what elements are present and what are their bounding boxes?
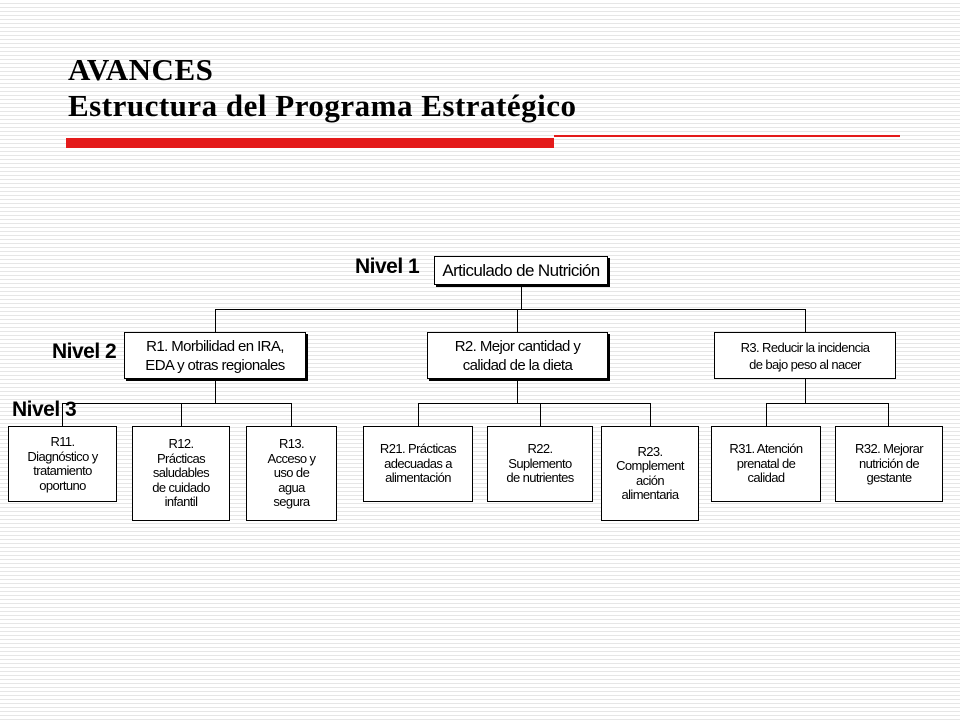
connector-r1-bus	[62, 403, 291, 404]
node-r3-label: R3. Reducir la incidencia de bajo peso a…	[740, 339, 870, 372]
title-underline-rule	[554, 135, 900, 137]
node-r21-label: R21. Prácticas adecuadas a alimentación	[379, 441, 457, 486]
node-r11-label: R11. Diagnóstico y tratamiento oportuno	[27, 434, 98, 493]
connector-r12-up	[181, 403, 182, 426]
node-r2-label: R2. Mejor cantidad y calidad de la dieta	[454, 337, 581, 374]
connector-r23-up	[650, 403, 651, 426]
node-r22: R22. Suplemento de nutrientes	[487, 426, 593, 502]
connector-level2-bus	[215, 309, 805, 310]
node-r1-label: R1. Morbilidad en IRA, EDA y otras regio…	[145, 337, 285, 374]
node-r23: R23. Complement ación alimentaria	[601, 426, 699, 521]
connector-r3-bus	[766, 403, 888, 404]
connector-r1-down	[215, 379, 216, 403]
connector-r2-bus	[418, 403, 650, 404]
connector-root-down	[521, 285, 522, 309]
node-r21: R21. Prácticas adecuadas a alimentación	[363, 426, 473, 502]
level-3-label: Nivel 3	[12, 398, 77, 421]
node-r31-label: R31. Atención prenatal de calidad	[729, 441, 803, 486]
node-r13: R13. Acceso y uso de agua segura	[246, 426, 337, 521]
connector-r3-up	[805, 309, 806, 332]
node-r23-label: R23. Complement ación alimentaria	[616, 443, 684, 502]
node-root-label: Articulado de Nutrición	[442, 260, 600, 280]
connector-r32-up	[888, 403, 889, 426]
connector-r2-down	[517, 379, 518, 403]
node-r31: R31. Atención prenatal de calidad	[711, 426, 821, 502]
level-1-label: Nivel 1	[355, 255, 420, 278]
node-r12-label: R12. Prácticas saludables de cuidado inf…	[152, 436, 210, 510]
title-line-1: AVANCES	[68, 52, 214, 87]
title-line-2: Estructura del Programa Estratégico	[68, 88, 577, 123]
connector-r21-up	[418, 403, 419, 426]
connector-r2-up	[517, 309, 518, 332]
connector-r31-up	[766, 403, 767, 426]
node-r2: R2. Mejor cantidad y calidad de la dieta	[427, 332, 608, 379]
connector-r13-up	[291, 403, 292, 426]
connector-r3-down	[805, 379, 806, 403]
node-r13-label: R13. Acceso y uso de agua segura	[267, 436, 317, 510]
node-r12: R12. Prácticas saludables de cuidado inf…	[132, 426, 230, 521]
node-r11: R11. Diagnóstico y tratamiento oportuno	[8, 426, 117, 502]
level-2-label: Nivel 2	[52, 340, 117, 363]
node-root: Articulado de Nutrición	[434, 256, 608, 285]
node-r32: R32. Mejorar nutrición de gestante	[835, 426, 943, 502]
node-r32-label: R32. Mejorar nutrición de gestante	[855, 441, 924, 486]
node-r22-label: R22. Suplemento de nutrientes	[506, 441, 574, 486]
connector-r1-up	[215, 309, 216, 332]
title-underline-bar	[66, 138, 554, 148]
node-r1: R1. Morbilidad en IRA, EDA y otras regio…	[124, 332, 306, 379]
slide-title: AVANCES Estructura del Programa Estratég…	[68, 52, 577, 124]
connector-r22-up	[540, 403, 541, 426]
connector-r11-up	[62, 403, 63, 426]
node-r3: R3. Reducir la incidencia de bajo peso a…	[714, 332, 896, 379]
